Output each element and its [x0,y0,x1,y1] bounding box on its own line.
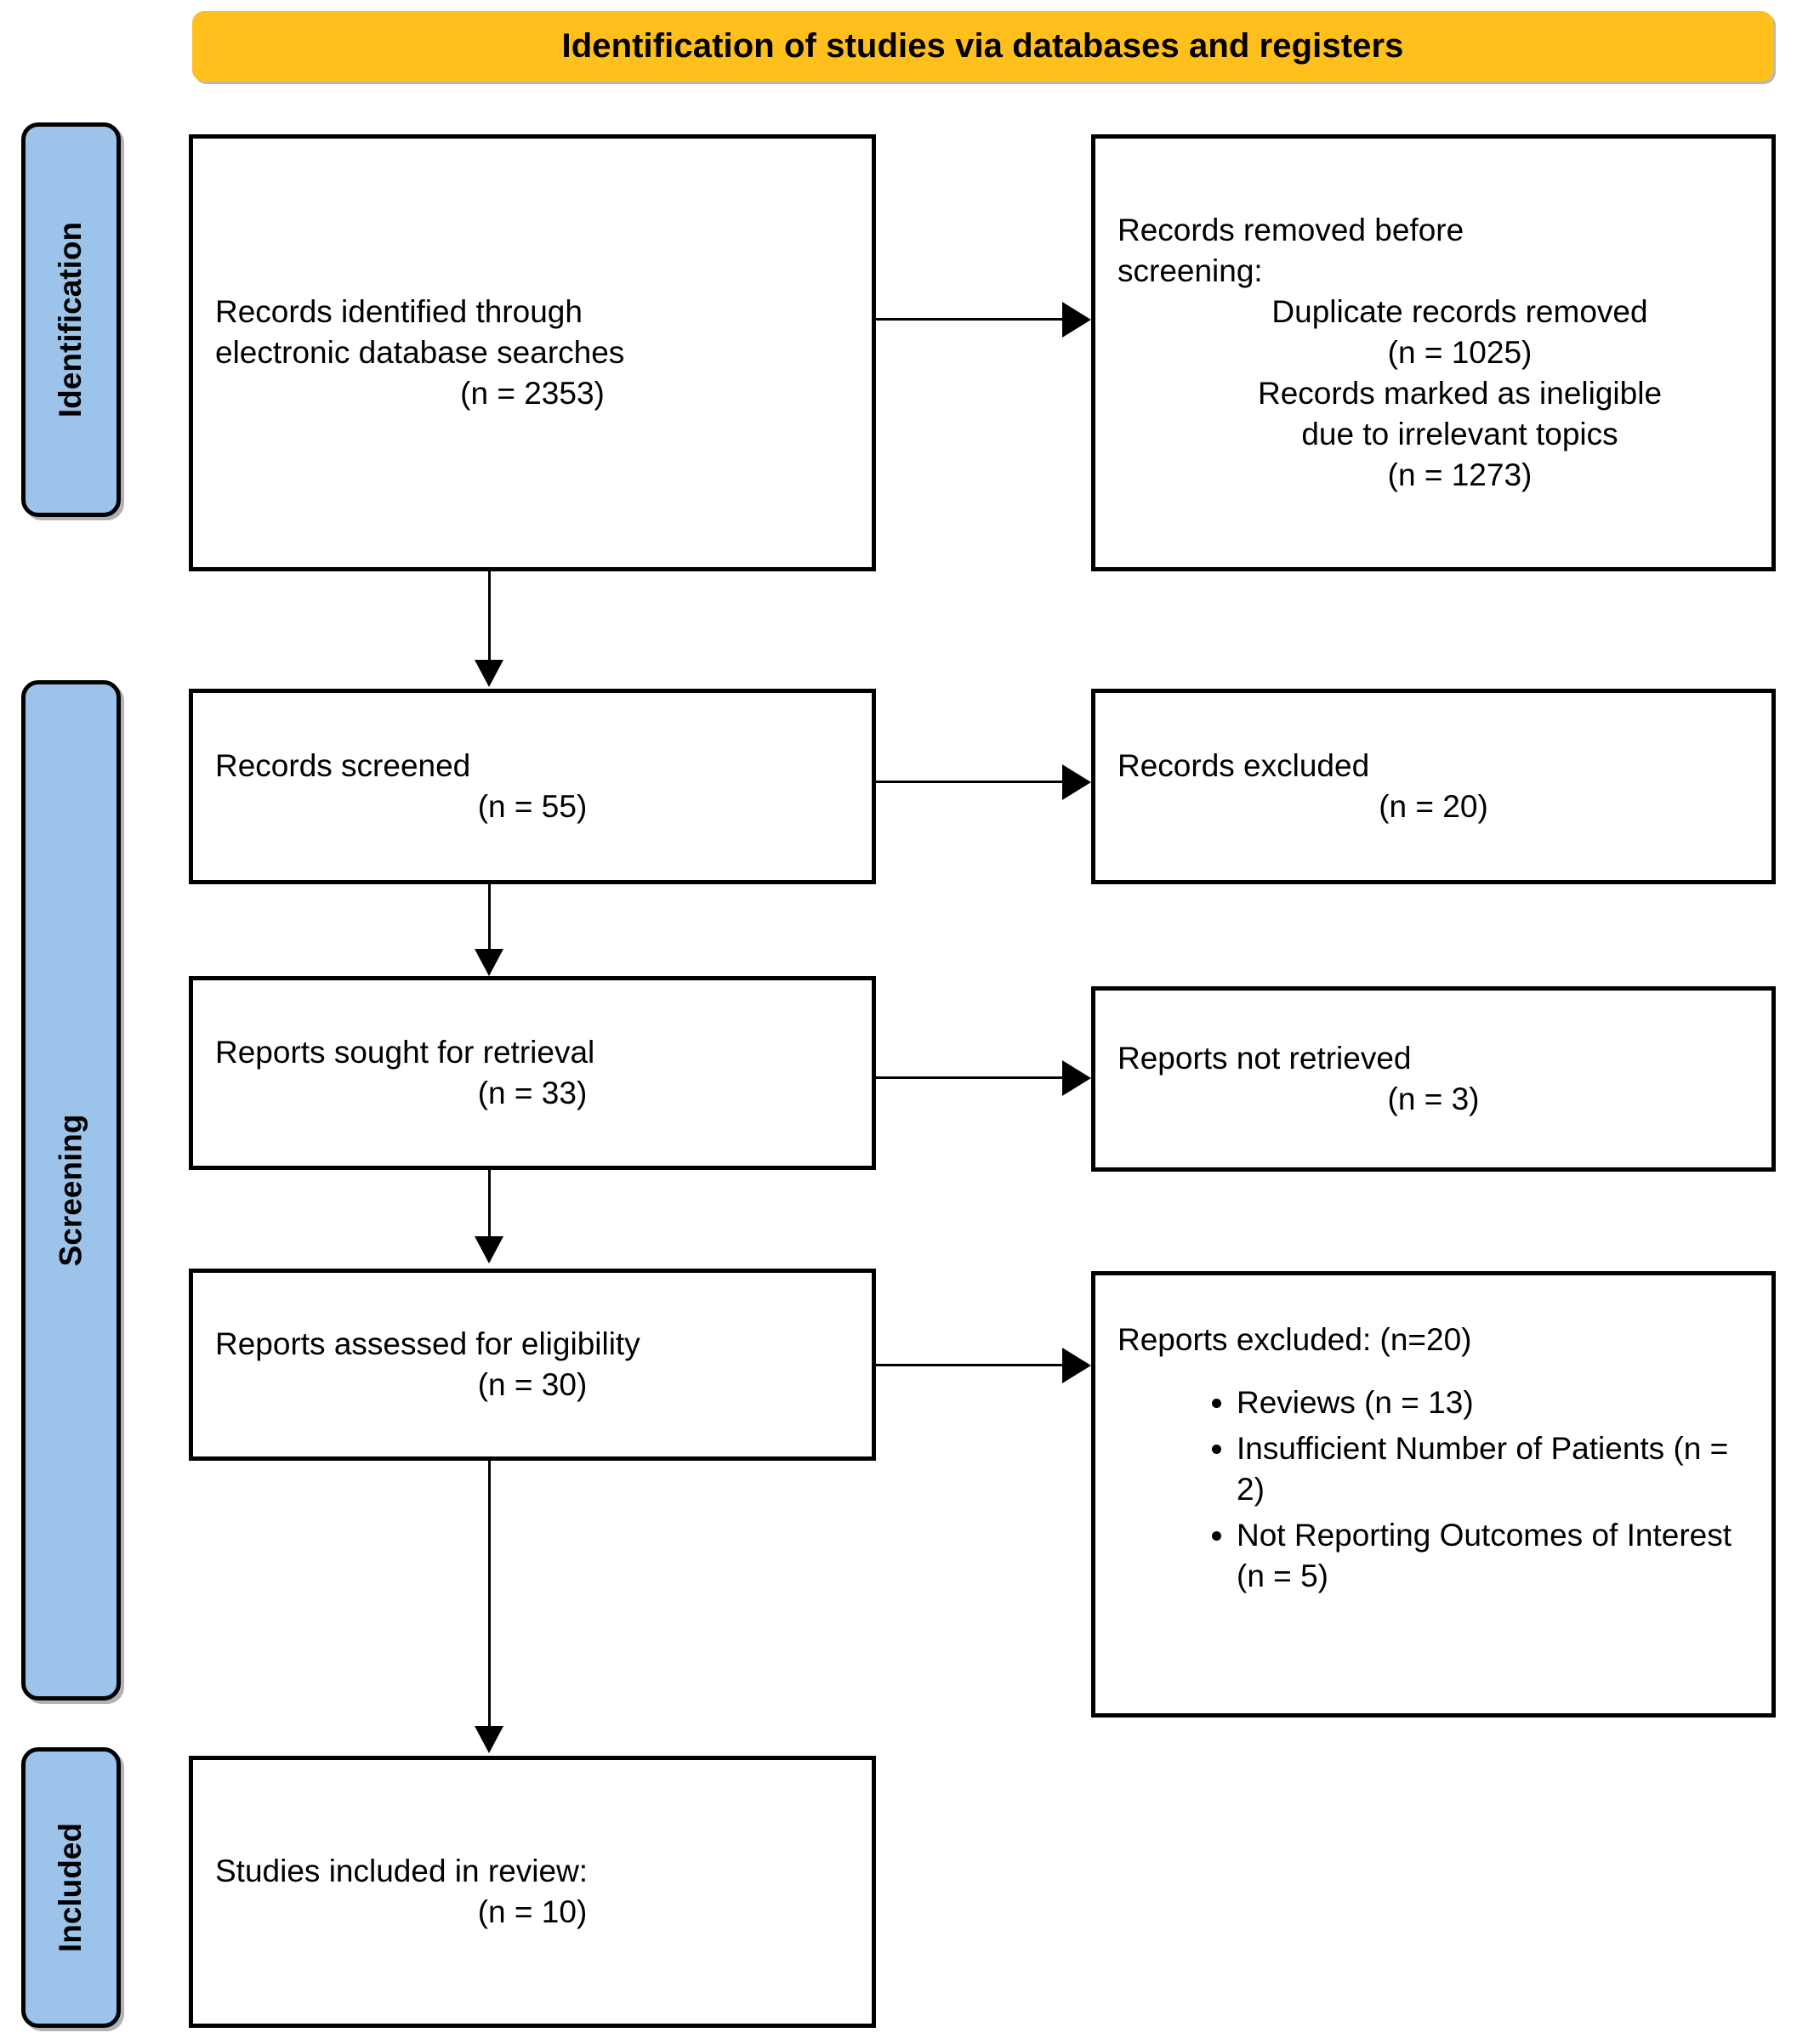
records-removed-line2: screening: [1117,253,1263,288]
records-excluded-count: (n = 20) [1379,789,1488,824]
box-records-excluded: Records excluded (n = 20) [1091,689,1776,884]
studies-included-count: (n = 10) [477,1894,588,1929]
reports-excluded-reason-list: Reviews (n = 13) Insufficient Number of … [1117,1383,1749,1602]
reports-sought-count: (n = 33) [477,1076,588,1110]
arrow-head-right-icon [1062,302,1091,338]
reports-not-retrieved-label: Reports not retrieved [1117,1040,1412,1076]
connector-line [876,1364,1063,1366]
arrow-head-down-icon [475,1236,503,1263]
box-records-screened: Records screened (n = 55) [189,689,876,884]
stage-label-identification: Identification [21,122,121,517]
records-identified-line1: Records identified through [215,293,583,329]
reports-assessed-label: Reports assessed for eligibility [215,1326,640,1361]
box-reports-assessed: Reports assessed for eligibility (n = 30… [189,1269,876,1461]
diagram-header-banner: Identification of studies via databases … [192,11,1773,82]
reports-sought-label: Reports sought for retrieval [215,1034,595,1070]
records-removed-line1: Records removed before [1117,212,1464,247]
records-removed-ineligible-count: (n = 1273) [1387,457,1533,493]
reports-not-retrieved-count: (n = 3) [1387,1082,1480,1116]
arrow-head-right-icon [1062,1060,1091,1096]
arrow-head-down-icon [475,949,503,976]
arrow-head-down-icon [475,1726,503,1753]
connector-line [488,571,491,661]
reports-excluded-heading: Reports excluded: (n=20) [1117,1322,1472,1357]
connector-line [488,1461,491,1729]
records-screened-label: Records screened [215,747,471,783]
box-records-identified: Records identified through electronic da… [189,134,876,571]
connector-line [876,1076,1063,1079]
box-reports-not-retrieved: Reports not retrieved (n = 3) [1091,986,1776,1172]
records-removed-duplicates: Duplicate records removed [1271,293,1648,329]
list-item: Not Reporting Outcomes of Interest (n = … [1237,1515,1749,1597]
stage-label-included-text: Included [53,1822,88,1953]
connector-line [488,884,491,952]
box-studies-included: Studies included in review: (n = 10) [189,1756,876,2028]
records-excluded-label: Records excluded [1117,747,1370,783]
records-removed-ineligible-line1: Records marked as ineligible [1257,376,1663,412]
box-records-removed: Records removed before screening: Duplic… [1091,134,1776,571]
stage-label-identification-text: Identification [53,221,88,418]
list-item: Insufficient Number of Patients (n = 2) [1237,1428,1749,1510]
connector-line [876,781,1063,783]
studies-included-label: Studies included in review: [215,1853,589,1888]
list-item: Reviews (n = 13) [1237,1383,1749,1423]
box-reports-sought: Reports sought for retrieval (n = 33) [189,976,876,1170]
box-reports-excluded-detail: Reports excluded: (n=20) Reviews (n = 13… [1091,1271,1776,1718]
connector-line [488,1170,491,1240]
stage-label-included: Included [21,1747,121,2028]
stage-label-screening: Screening [21,680,121,1700]
connector-line [876,318,1063,321]
arrow-head-down-icon [475,660,503,687]
arrow-head-right-icon [1062,1348,1091,1383]
diagram-title: Identification of studies via databases … [561,27,1404,65]
records-identified-line2: electronic database searches [215,334,625,370]
stage-label-screening-text: Screening [53,1114,88,1267]
records-screened-count: (n = 55) [477,789,588,824]
records-identified-count: (n = 2353) [460,376,605,412]
reports-assessed-count: (n = 30) [477,1367,588,1402]
arrow-head-right-icon [1062,764,1091,800]
records-removed-ineligible-line2: due to irrelevant topics [1301,417,1618,452]
records-removed-duplicates-count: (n = 1025) [1387,334,1533,370]
